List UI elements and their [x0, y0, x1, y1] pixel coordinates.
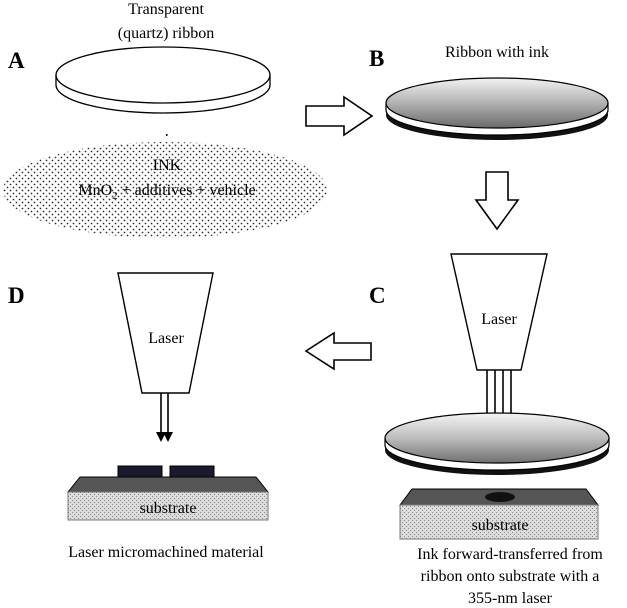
panel-a: A Transparent (quartz) ribbon INK MnO2 +… — [3, 1, 327, 238]
ribbon-label-line2: (quartz) ribbon — [118, 25, 214, 42]
caption-c-line2: ribbon onto substrate with a — [421, 568, 600, 585]
panel-b: B Ribbon with ink — [369, 44, 609, 140]
panel-c: C Laser substrate Ink forwa — [369, 253, 610, 607]
transferred-ink-dot — [485, 492, 515, 502]
caption-c-line1: Ink forward-transferred from — [417, 546, 603, 563]
caption-d: Laser micromachined material — [68, 544, 264, 561]
ink-composition: MnO2 + additives + vehicle — [78, 182, 255, 202]
laser-beams-c — [486, 370, 512, 416]
panel-d: D Laser substrate Laser micromachined ma… — [8, 272, 270, 561]
inked-ribbon-disc — [385, 77, 609, 140]
panel-b-letter: B — [369, 46, 384, 71]
ink-formula-prefix: MnO — [78, 182, 112, 199]
substrate-label-c: substrate — [472, 517, 529, 534]
substrate-block-d — [66, 476, 270, 521]
separator-dot — [166, 134, 168, 136]
laser-head-c — [450, 253, 548, 371]
arrow-left-icon — [304, 331, 372, 371]
arrow-down-icon — [474, 171, 520, 231]
panel-d-letter: D — [8, 283, 25, 308]
panel-a-letter: A — [8, 48, 25, 73]
ink-cloud — [3, 142, 327, 238]
laser-arrowheads-d — [156, 432, 173, 442]
arrow-right-icon — [305, 95, 374, 137]
laser-beams-d — [160, 393, 169, 434]
laser-label-d: Laser — [148, 330, 184, 347]
caption-c-line3: 355-nm laser — [468, 590, 553, 607]
ink-formula-subscript: 2 — [112, 190, 118, 202]
laser-label-c: Laser — [481, 311, 517, 328]
ink-label: INK — [153, 157, 182, 174]
inked-ribbon-disc-c — [384, 412, 610, 475]
substrate-block-c — [399, 488, 599, 540]
ink-formula-suffix: + additives + vehicle — [118, 182, 256, 199]
ribbon-with-ink-label: Ribbon with ink — [445, 44, 549, 61]
ribbon-label-line1: Transparent — [128, 1, 204, 18]
substrate-label-d: substrate — [140, 500, 197, 517]
laser-head-d — [117, 272, 214, 394]
panel-c-letter: C — [369, 283, 386, 308]
quartz-ribbon-disc — [55, 46, 271, 114]
